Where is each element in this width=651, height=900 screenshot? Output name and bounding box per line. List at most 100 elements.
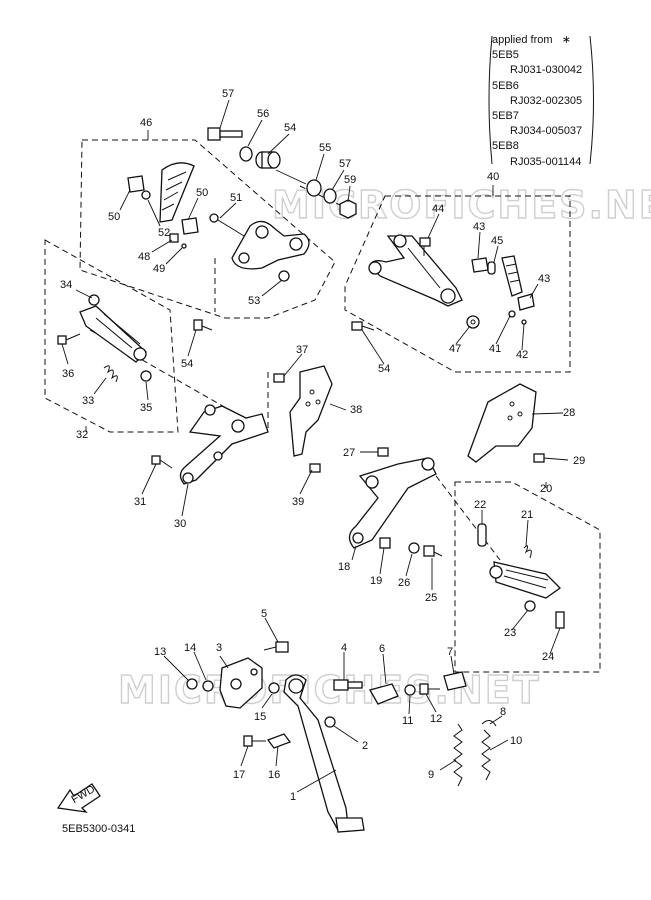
group-20-outline bbox=[454, 481, 601, 673]
label-49: 49 bbox=[153, 263, 165, 275]
bolt-27 bbox=[377, 447, 389, 457]
bolt-58 bbox=[207, 127, 243, 141]
label-46: 45 bbox=[491, 235, 503, 247]
group-47-outline bbox=[79, 139, 336, 319]
bolt-37 bbox=[273, 373, 285, 383]
label-58: 57 bbox=[222, 88, 234, 100]
cover-7 bbox=[443, 671, 467, 691]
label-36: 36 bbox=[62, 368, 74, 380]
screw-48 bbox=[169, 233, 179, 243]
bracket-16 bbox=[266, 733, 292, 749]
side-stand-1 bbox=[283, 674, 365, 833]
bolt-44 bbox=[419, 237, 431, 256]
label-45: 47 bbox=[449, 343, 461, 355]
note-model: 5EB5 bbox=[492, 49, 519, 62]
bolt-17 bbox=[243, 735, 266, 747]
washer-57a bbox=[239, 146, 253, 162]
label-12: 12 bbox=[430, 713, 442, 725]
label-40: 40 bbox=[487, 171, 499, 183]
spring-8 bbox=[481, 720, 497, 727]
label-3: 3 bbox=[216, 642, 222, 654]
label-37: 37 bbox=[296, 344, 308, 356]
label-39: 39 bbox=[292, 496, 304, 508]
pin-46 bbox=[487, 261, 496, 275]
label-57b: 57 bbox=[339, 158, 351, 170]
diagram-code: 5EB5300-0341 bbox=[62, 823, 136, 835]
footpeg-20 bbox=[489, 561, 562, 599]
bolt-29 bbox=[533, 453, 545, 463]
label-43b: 43 bbox=[538, 273, 550, 285]
label-51: 51 bbox=[230, 192, 242, 204]
washer-26 bbox=[408, 542, 420, 554]
label-42: 42 bbox=[516, 349, 528, 361]
nut-59 bbox=[339, 199, 357, 219]
group-32-outline bbox=[44, 239, 179, 433]
applicability-note: applied from ∗ 5EB5 RJ031-030042 5EB6 RJ… bbox=[492, 33, 592, 170]
nut-52 bbox=[278, 270, 290, 282]
note-serial: RJ034-005037 bbox=[510, 125, 583, 138]
label-20: 20 bbox=[540, 483, 552, 495]
label-31: 31 bbox=[134, 496, 146, 508]
label-8: 8 bbox=[500, 706, 506, 718]
label-59: 59 bbox=[344, 174, 356, 186]
note-serial: RJ031-030042 bbox=[510, 64, 583, 77]
bolt-25 bbox=[423, 545, 443, 557]
washer-13 bbox=[186, 678, 198, 690]
bolt-51 bbox=[209, 213, 245, 237]
label-26: 26 bbox=[398, 577, 410, 589]
label-44: 44 bbox=[432, 203, 444, 215]
label-47: 46 bbox=[140, 117, 152, 129]
washer-15 bbox=[268, 682, 280, 694]
label-21: 21 bbox=[521, 509, 533, 521]
pad-43b bbox=[517, 293, 535, 311]
note-serial: RJ035-001144 bbox=[510, 155, 582, 168]
heel-guard-38 bbox=[289, 365, 333, 457]
footpeg-32 bbox=[79, 305, 147, 363]
heel-guard-28 bbox=[467, 383, 537, 463]
bracket-47 bbox=[231, 220, 310, 270]
washer-11 bbox=[404, 684, 416, 696]
label-11: 11 bbox=[402, 715, 413, 727]
washer-57b bbox=[323, 188, 337, 204]
bracket-30 bbox=[179, 404, 269, 485]
pin-49 bbox=[181, 243, 187, 249]
label-6: 6 bbox=[379, 643, 385, 655]
washer-35 bbox=[140, 370, 152, 382]
bracket-3 bbox=[219, 657, 263, 709]
note-bracket bbox=[488, 35, 594, 165]
part-labels: 57 56 54 55 57 59 46 50 52 50 51 48 49 5… bbox=[60, 88, 585, 803]
pad-43a bbox=[471, 257, 489, 273]
spring-21 bbox=[523, 545, 532, 559]
note-heading: applied from bbox=[492, 34, 553, 46]
label-1: 1 bbox=[290, 791, 296, 803]
bracket-18 bbox=[348, 457, 437, 549]
label-27: 27 bbox=[343, 447, 355, 459]
watermark-top: MICROFICHES.NET bbox=[272, 183, 651, 227]
label-52: 53 bbox=[248, 295, 260, 307]
label-50a: 50 bbox=[108, 211, 120, 223]
bolt-54-right bbox=[351, 321, 375, 331]
bolt-39 bbox=[309, 463, 321, 473]
pin-22 bbox=[477, 523, 487, 547]
footpeg-47 bbox=[159, 162, 195, 223]
note-model: 5EB8 bbox=[492, 140, 519, 153]
label-50b: 50 bbox=[196, 187, 208, 199]
note-serial: RJ032-002305 bbox=[510, 94, 583, 107]
label-24: 24 bbox=[542, 651, 554, 663]
label-38: 38 bbox=[350, 404, 362, 416]
spring-33 bbox=[103, 365, 118, 383]
watermark-bottom: MICROFICHES.NET bbox=[118, 668, 541, 712]
bolt-5 bbox=[263, 641, 289, 653]
label-5: 5 bbox=[261, 608, 267, 620]
label-4: 4 bbox=[341, 642, 347, 654]
label-30: 30 bbox=[174, 518, 186, 530]
collar-56 bbox=[306, 179, 322, 197]
label-13: 13 bbox=[154, 646, 166, 658]
label-7: 7 bbox=[447, 646, 453, 658]
group-40-outline bbox=[344, 195, 571, 373]
switch-6 bbox=[369, 683, 399, 705]
pin-42 bbox=[521, 319, 527, 325]
label-55: 54 bbox=[284, 122, 296, 134]
bolt-12 bbox=[419, 683, 440, 695]
